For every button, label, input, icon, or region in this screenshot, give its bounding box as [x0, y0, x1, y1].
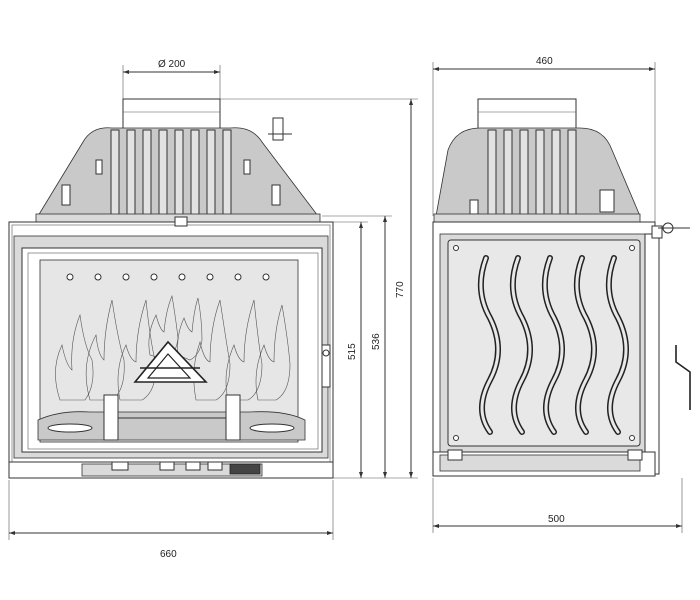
front-view	[8, 98, 334, 479]
front-dimensions: Ø 200 660 770 536 515	[8, 59, 418, 560]
side-depth-top-label: 460	[536, 56, 553, 67]
side-view	[432, 98, 691, 477]
side-panel-bolts	[453, 245, 635, 441]
flue-collar	[122, 98, 221, 130]
height-536-label: 536	[371, 333, 382, 350]
damper-handle	[272, 117, 284, 141]
side-panel	[447, 239, 641, 447]
front-width-label: 660	[160, 549, 177, 560]
side-door-frame	[644, 233, 660, 475]
fire-grate	[37, 394, 306, 441]
flame-pattern	[55, 294, 291, 401]
side-depth-bottom-label: 500	[548, 514, 565, 525]
door-rivets	[66, 273, 270, 281]
side-handle	[675, 345, 691, 410]
side-flue-collar	[477, 98, 577, 130]
side-dimensions: 460 500	[432, 56, 683, 533]
door-latch	[321, 344, 331, 388]
height-515-label: 515	[347, 343, 358, 360]
side-wave-ribs-inner	[479, 256, 628, 434]
overall-height-label: 770	[395, 281, 406, 298]
brand-logo-triangle	[133, 340, 208, 383]
flue-diameter-label: Ø 200	[158, 59, 186, 70]
